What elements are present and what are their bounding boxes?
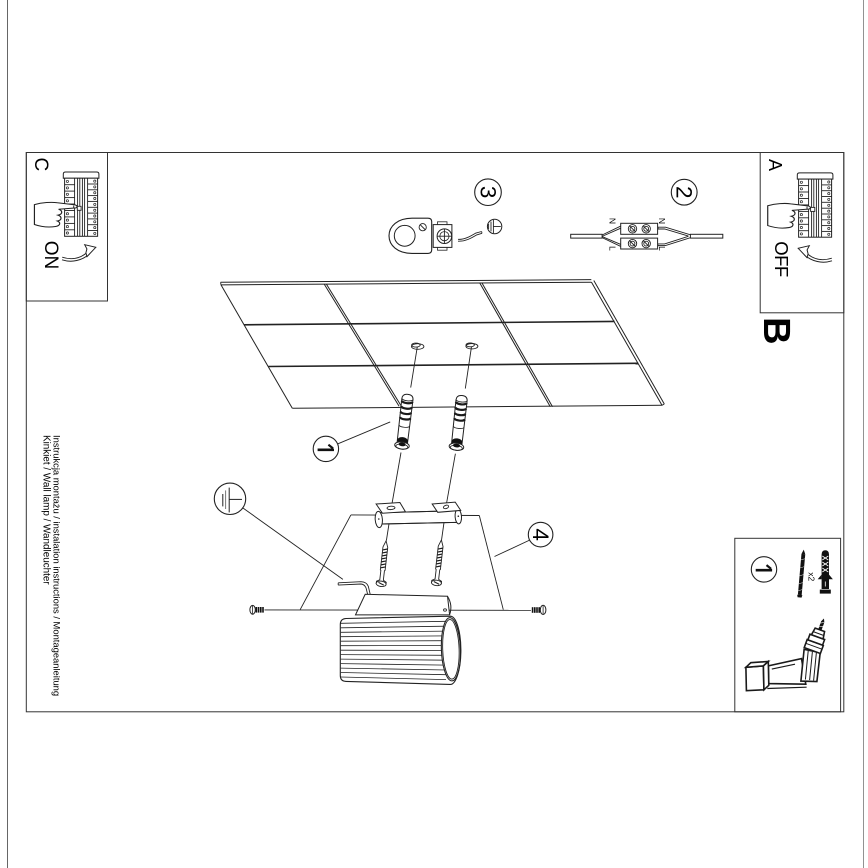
svg-text:3: 3 bbox=[476, 186, 501, 199]
svg-text:L: L bbox=[607, 246, 617, 251]
svg-text:C: C bbox=[30, 158, 51, 172]
svg-text:OFF: OFF bbox=[771, 241, 792, 277]
svg-text:ON: ON bbox=[40, 241, 61, 270]
svg-text:N: N bbox=[657, 218, 667, 224]
svg-text:A: A bbox=[765, 159, 785, 171]
svg-text:N: N bbox=[607, 218, 617, 224]
svg-text:4: 4 bbox=[528, 528, 553, 541]
svg-text:x2: x2 bbox=[807, 572, 817, 581]
svg-text:Instrukcja montażu / instalati: Instrukcja montażu / instalation instruc… bbox=[52, 435, 63, 696]
svg-text:2: 2 bbox=[672, 186, 697, 199]
svg-text:B: B bbox=[755, 317, 797, 344]
svg-text:L: L bbox=[657, 246, 667, 251]
svg-text:Kinkiet / Wall lamp / Wandleuc: Kinkiet / Wall lamp / Wandleuchter bbox=[41, 435, 52, 585]
